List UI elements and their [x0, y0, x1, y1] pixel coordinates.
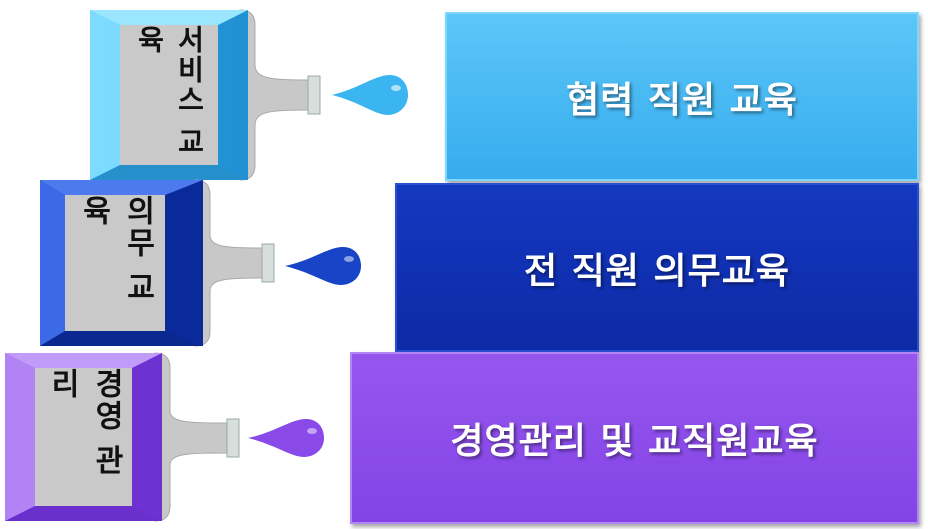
paint-drop-3 [248, 419, 324, 457]
box-text-1: 협력 직원 교육 [566, 79, 798, 121]
paint-bottle-1: 서비스 교육 [90, 9, 321, 181]
box-all-staff-mandatory-education: 전 직원 의무교육 [395, 183, 919, 352]
box-text-3: 경영관리 및 교직원교육 [450, 421, 819, 462]
bottle-label-2: 의무 교육 [76, 195, 155, 304]
bottle-shape-2 [40, 179, 275, 347]
bottle-label-1: 서비스 교육 [133, 25, 206, 157]
bottle-shape-1 [90, 9, 321, 181]
paint-drop-2 [285, 247, 361, 285]
bottle-shape-3 [5, 352, 240, 522]
row-service-education: 서비스 교육 협력 직원 교육 [0, 0, 928, 181]
box-text-2: 전 직원 의무교육 [524, 250, 790, 292]
paint-bottle-3: 경영 관리 [5, 352, 240, 522]
row-management-education: 경영 관리 경영관리 및 교직원교육 [0, 350, 928, 529]
paint-bottle-2: 의무 교육 [40, 179, 275, 347]
box-partner-staff-education: 협력 직원 교육 [445, 12, 919, 181]
box-management-faculty-education: 경영관리 및 교직원교육 [350, 352, 919, 524]
bottle-label-3: 경영 관리 [44, 368, 124, 477]
row-mandatory-education: 의무 교육 전 직원 의무교육 [0, 179, 928, 352]
paint-drop-1 [332, 75, 408, 115]
